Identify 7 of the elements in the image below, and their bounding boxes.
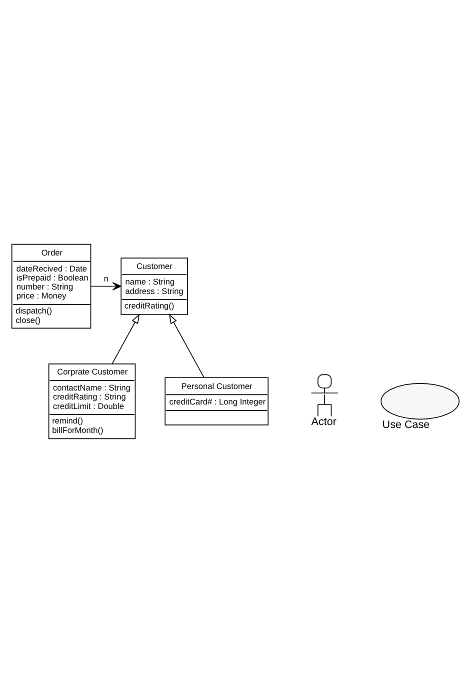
node-label: Actor	[311, 415, 336, 428]
arrow	[90, 282, 122, 290]
arrow	[168, 313, 204, 378]
edge-label: n	[104, 272, 109, 283]
arrow	[112, 313, 140, 364]
node-label: Use Case	[382, 418, 430, 430]
node-ellipse	[380, 382, 460, 420]
